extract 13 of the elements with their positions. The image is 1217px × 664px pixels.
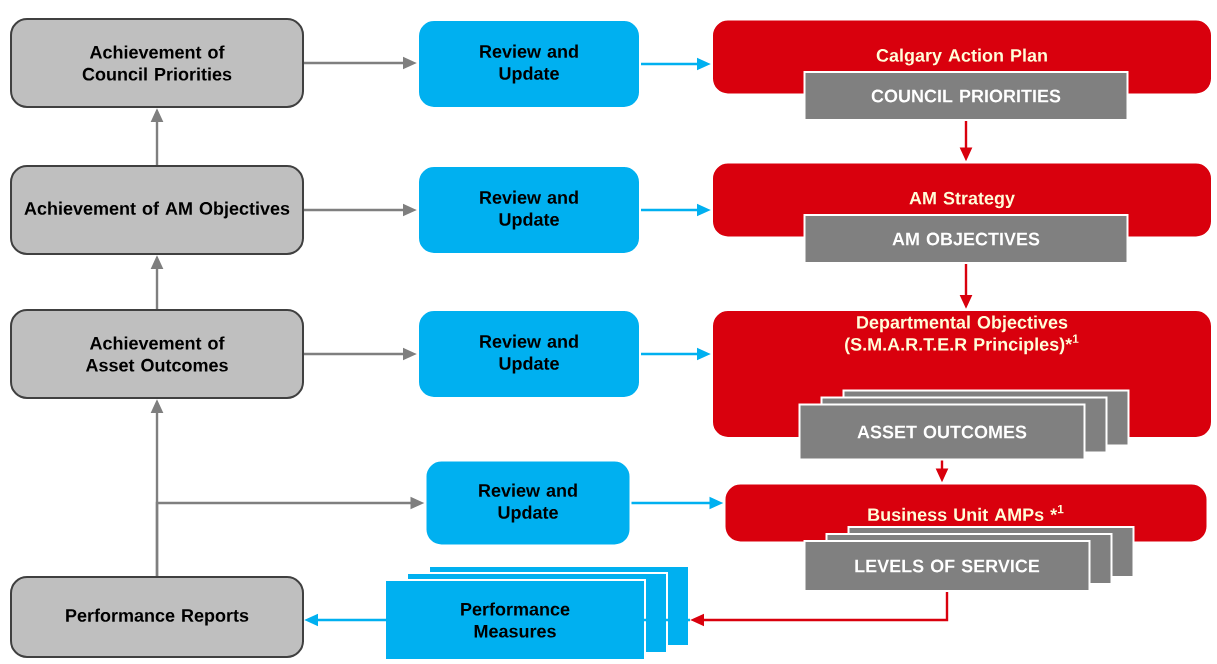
document-stack: ASSET OUTCOMES	[798, 389, 1130, 461]
process-box: Review and Update	[417, 165, 641, 255]
process-box: Achievement of Council Priorities	[10, 18, 304, 108]
process-box: Achievement of Asset Outcomes	[10, 309, 304, 399]
document-box: AM OBJECTIVES	[803, 214, 1129, 264]
document-stack: Performance Measures	[384, 565, 690, 661]
document-box: COUNCIL PRIORITIES	[803, 71, 1129, 121]
process-box: Review and Update	[424, 459, 632, 547]
process-box: Review and Update	[417, 309, 641, 399]
document-stack: LEVELS OF SERVICE	[803, 526, 1135, 592]
process-box: Performance Reports	[10, 576, 304, 658]
process-box: Review and Update	[417, 19, 641, 109]
process-box: Achievement of AM Objectives	[10, 165, 304, 255]
